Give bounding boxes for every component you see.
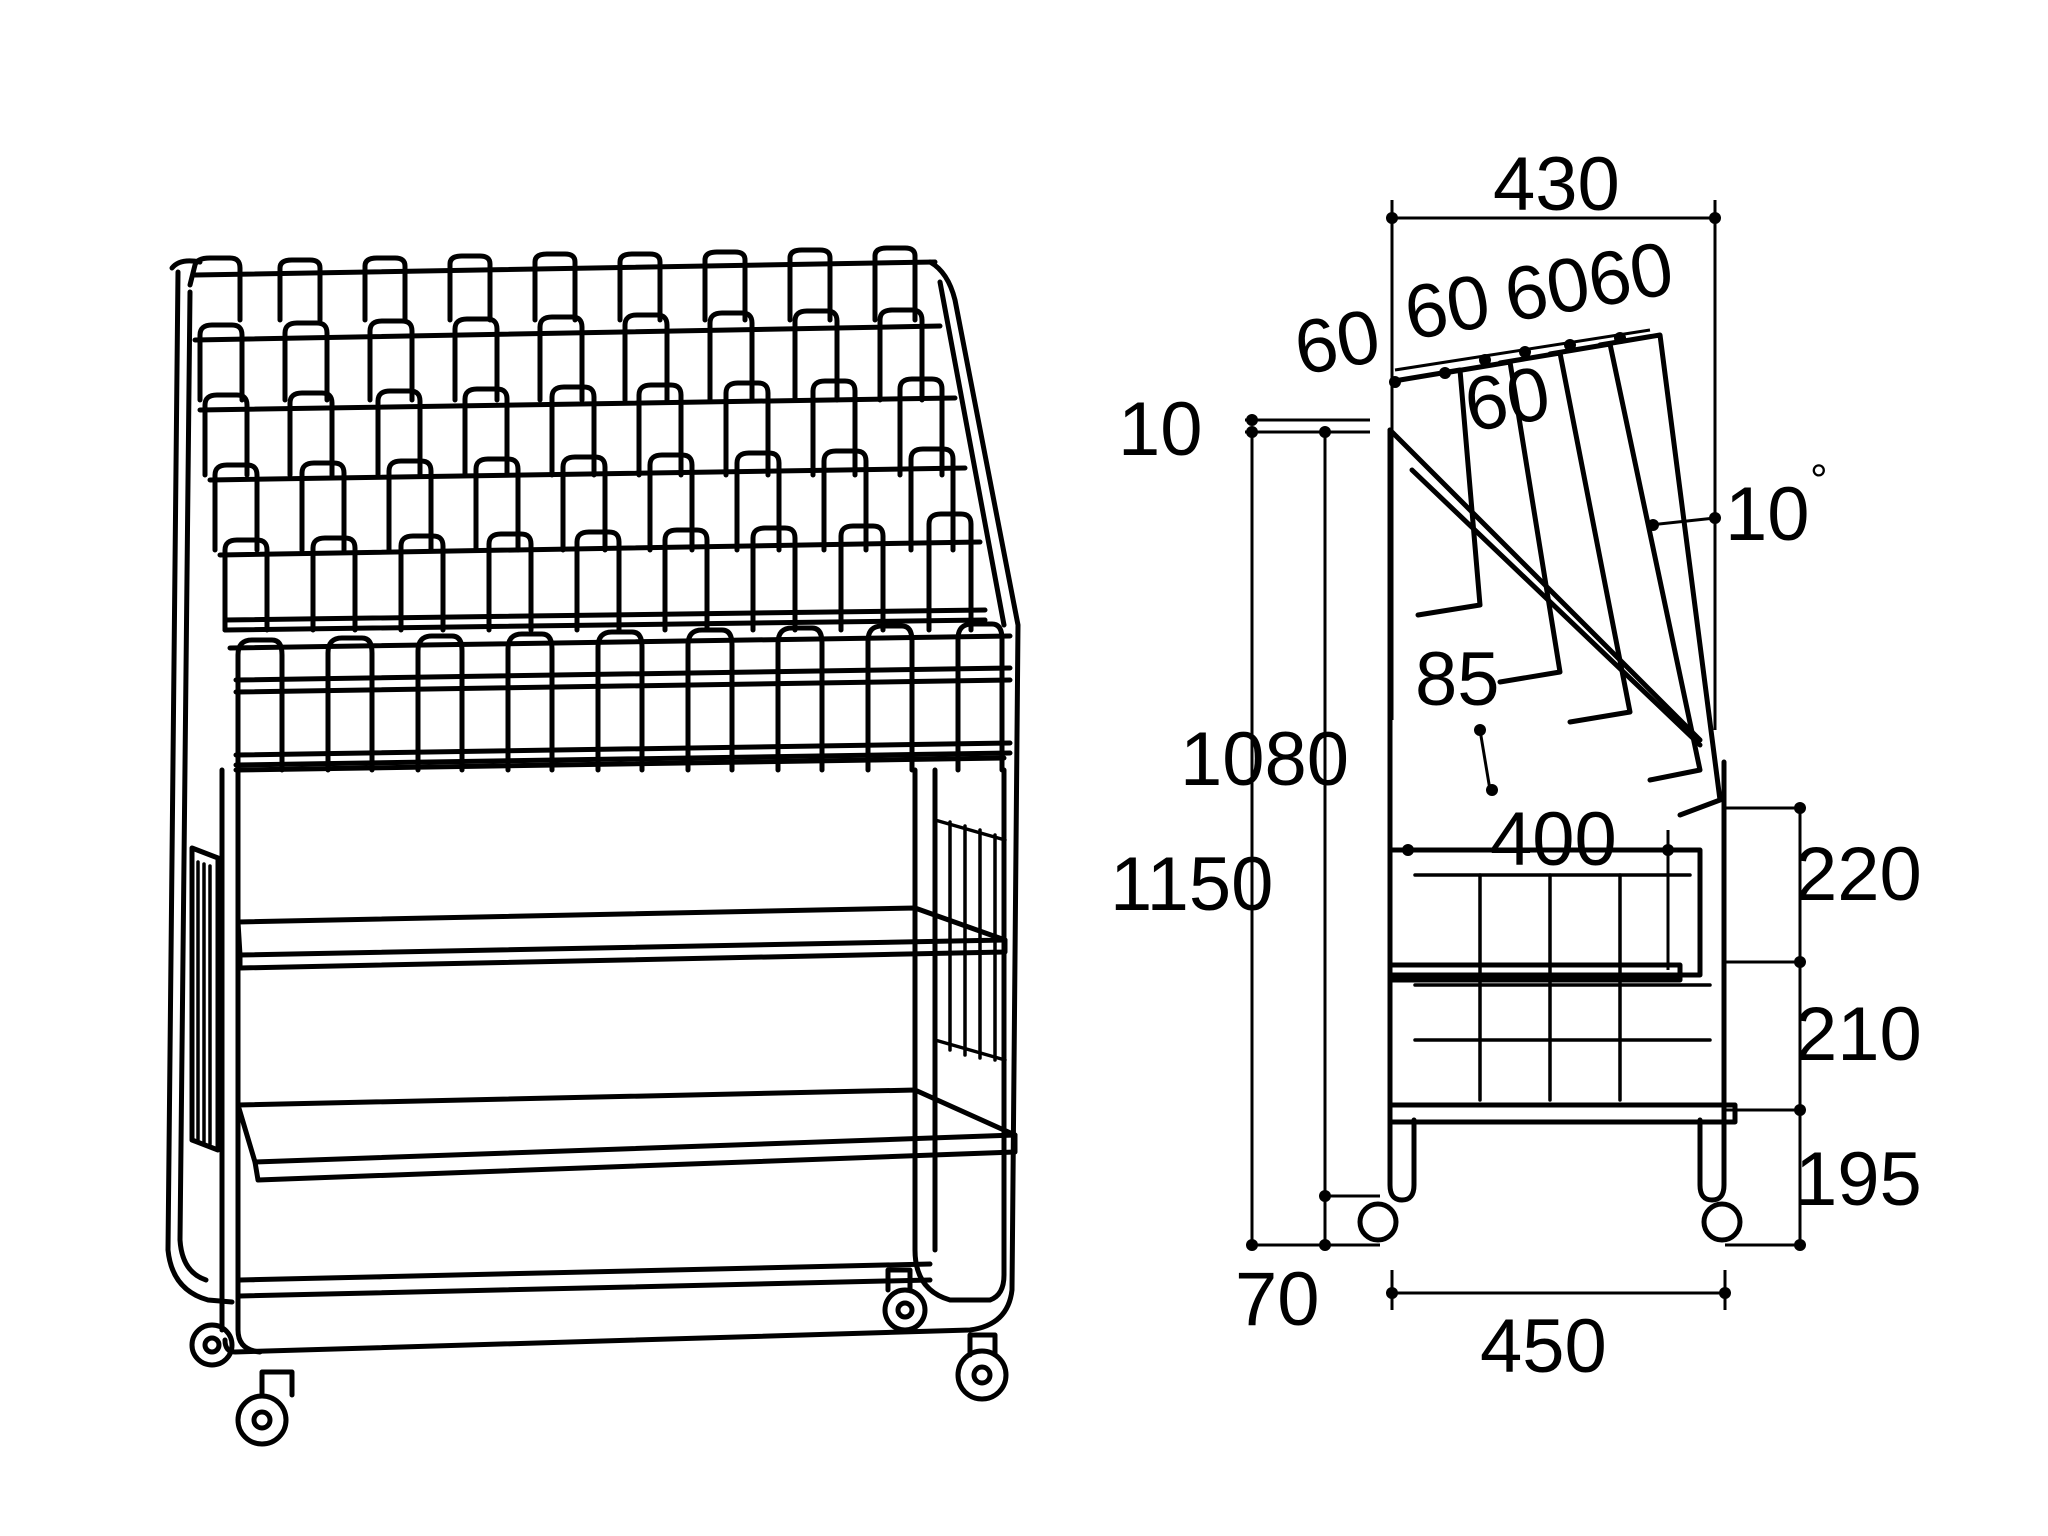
label-height-inner: 1080 <box>1180 717 1349 802</box>
label-base-depth: 450 <box>1480 1304 1607 1389</box>
caster-back-left <box>189 1322 235 1368</box>
label-pocket-b: 60 <box>1398 258 1496 356</box>
side-panel-left <box>189 845 221 1153</box>
caster-back-right <box>882 1267 928 1333</box>
label-top-depth: 430 <box>1493 142 1620 227</box>
label-gap-lower: 195 <box>1795 1137 1922 1222</box>
label-pocket-d: 60 <box>1458 350 1556 448</box>
shelf-lower <box>235 1087 1018 1183</box>
dimension-labels: 430 60 60 6060 60 10 10 ° 1080 1150 85 4… <box>1110 142 1922 1389</box>
caster-front-right <box>955 1332 1009 1402</box>
label-tilt-angle: 10 <box>1725 472 1810 557</box>
label-shelf-depth: 400 <box>1490 797 1617 882</box>
side-panel-right <box>933 818 1007 1062</box>
pocket-row-5 <box>217 511 988 633</box>
rack-frame <box>165 258 1021 1355</box>
pocket-row-4 <box>207 446 968 553</box>
label-gap-middle: 210 <box>1795 992 1922 1077</box>
label-height-total: 1150 <box>1110 842 1273 927</box>
caster-front-left <box>235 1369 295 1447</box>
side-view <box>1357 332 1743 1243</box>
label-gap-upper: 220 <box>1795 832 1922 917</box>
label-caster-height: 70 <box>1235 1257 1320 1342</box>
shelf-upper <box>235 905 1008 971</box>
pocket-row-6 <box>227 621 1013 773</box>
pocket-row-3 <box>197 376 958 478</box>
label-degree: ° <box>1810 456 1828 505</box>
label-top-gap: 10 <box>1118 387 1203 472</box>
pocket-row-2 <box>192 307 943 403</box>
isometric-view <box>165 245 1021 1447</box>
pocket-rows <box>187 245 1013 773</box>
dimension-lines <box>1245 200 1806 1310</box>
label-pocket-c: 6060 <box>1498 226 1679 339</box>
label-pocket-a: 60 <box>1288 293 1386 391</box>
pocket-row-1 <box>187 245 938 323</box>
label-pocket-height: 85 <box>1415 637 1500 722</box>
